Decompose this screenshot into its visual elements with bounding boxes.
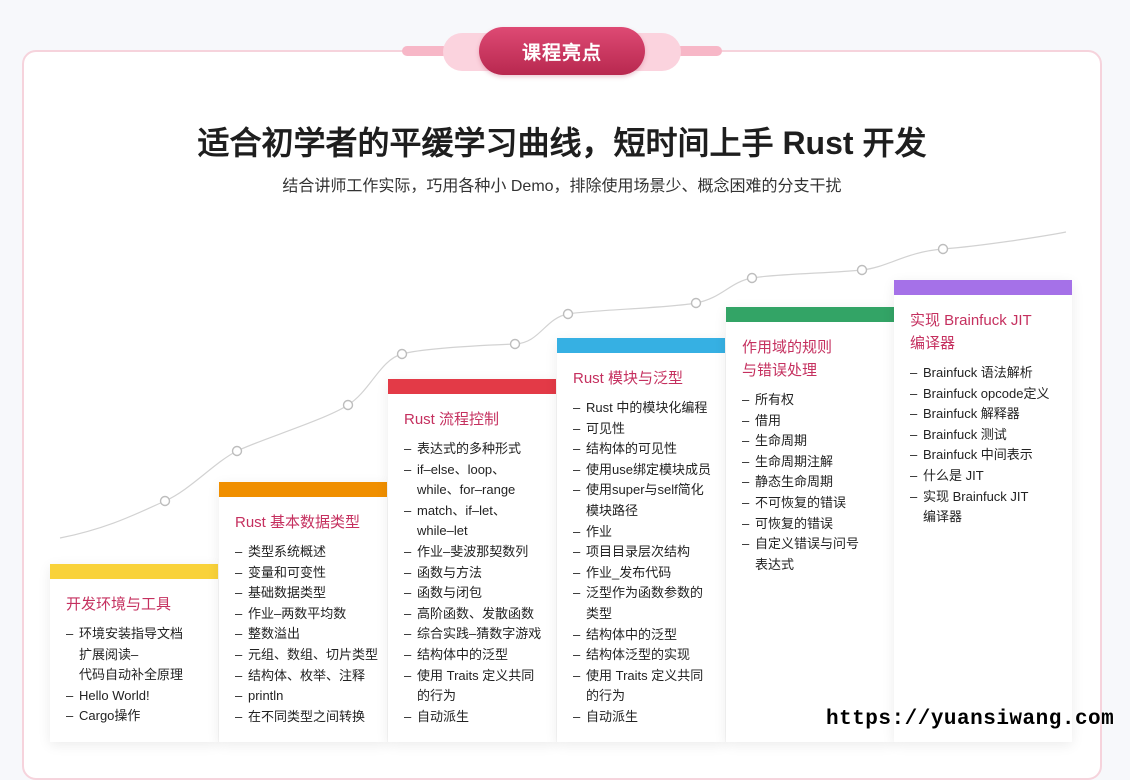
card-topic-item: 使用use绑定模块成员 (573, 460, 719, 481)
curve-node (159, 495, 171, 507)
card-color-bar (894, 280, 1072, 295)
course-card-6: 实现 Brainfuck JIT编译器Brainfuck 语法解析Brainfu… (894, 280, 1072, 742)
card-topic-item: 作业_发布代码 (573, 563, 719, 584)
card-topic-item: 静态生命周期 (742, 472, 888, 493)
card-topic-item: println (235, 686, 381, 707)
card-topic-item: 不可恢复的错误 (742, 493, 888, 514)
card-topic-list: Rust 中的模块化编程可见性结构体的可见性使用use绑定模块成员使用super… (557, 398, 725, 728)
card-title: Rust 基本数据类型 (235, 514, 361, 531)
card-topic-item: 元组、数组、切片类型 (235, 645, 381, 666)
course-card-2: Rust 基本数据类型类型系统概述变量和可变性基础数据类型作业–两数平均数整数溢… (219, 482, 387, 742)
curve-node (937, 243, 949, 255)
card-topic-item: Brainfuck 中间表示 (910, 445, 1066, 466)
course-card-1: 开发环境与工具环境安装指导文档扩展阅读–代码自动补全原理Hello World!… (50, 564, 218, 742)
card-color-bar (219, 482, 387, 497)
card-topic-item: 所有权 (742, 390, 888, 411)
card-topic-item: 整数溢出 (235, 624, 381, 645)
page-title: 适合初学者的平缓学习曲线，短时间上手 Rust 开发 (197, 125, 927, 161)
card-topic-item: 借用 (742, 411, 888, 432)
card-topic-item: 作业–两数平均数 (235, 604, 381, 625)
card-topic-item: 表达式的多种形式 (404, 439, 550, 460)
card-title: 作用域的规则与错误处理 (742, 339, 833, 379)
card-topic-item: 生命周期 (742, 431, 888, 452)
watermark-url: https://yuansiwang.com (826, 708, 1115, 731)
card-topic-item: 结构体、枚举、注释 (235, 666, 381, 687)
card-topic-list: Brainfuck 语法解析Brainfuck opcode定义Brainfuc… (894, 363, 1072, 528)
curve-node (746, 272, 758, 284)
card-topic-item: 变量和可变性 (235, 563, 381, 584)
card-topic-list: 表达式的多种形式if–else、loop、while、for–rangematc… (388, 439, 556, 727)
badge-deco-left (402, 46, 448, 56)
card-topic-item: 自动派生 (404, 707, 550, 728)
learning-curve (59, 231, 1067, 539)
card-title: 开发环境与工具 (66, 596, 172, 613)
card-topic-item: 综合实践–猜数字游戏 (404, 624, 550, 645)
course-card-3: Rust 流程控制表达式的多种形式if–else、loop、while、for–… (388, 379, 556, 742)
card-topic-item: Brainfuck 解释器 (910, 404, 1066, 425)
card-topic-item: 结构体中的泛型 (573, 625, 719, 646)
card-topic-item: 结构体泛型的实现 (573, 645, 719, 666)
card-topic-item: 可恢复的错误 (742, 514, 888, 535)
card-topic-item: 作业–斐波那契数列 (404, 542, 550, 563)
card-topic-item: 结构体中的泛型 (404, 645, 550, 666)
card-topic-item: Brainfuck opcode定义 (910, 384, 1066, 405)
card-topic-item: 函数与闭包 (404, 583, 550, 604)
card-topic-list: 所有权借用生命周期生命周期注解静态生命周期不可恢复的错误可恢复的错误自定义错误与… (726, 390, 894, 575)
badge-deco-right (676, 46, 722, 56)
card-topic-item: 高阶函数、发散函数 (404, 604, 550, 625)
card-topic-item: 作业 (573, 522, 719, 543)
card-topic-item: Brainfuck 语法解析 (910, 363, 1066, 384)
card-color-bar (726, 307, 894, 322)
card-topic-list: 类型系统概述变量和可变性基础数据类型作业–两数平均数整数溢出元组、数组、切片类型… (219, 542, 387, 727)
card-color-bar (388, 379, 556, 394)
curve-node (856, 264, 868, 276)
card-title: Rust 模块与泛型 (573, 370, 684, 387)
card-color-bar (50, 564, 218, 579)
card-topic-item: Rust 中的模块化编程 (573, 398, 719, 419)
curve-node (342, 399, 354, 411)
curve-node (231, 445, 243, 457)
card-topic-item: 结构体的可见性 (573, 439, 719, 460)
card-topic-item: 自动派生 (573, 707, 719, 728)
card-topic-item: 什么是 JIT (910, 466, 1066, 487)
card-topic-item: if–else、loop、while、for–range (404, 460, 550, 501)
curve-node (509, 338, 521, 350)
learning-curve-line (59, 231, 1067, 539)
card-topic-item: 项目目录层次结构 (573, 542, 719, 563)
card-title: Rust 流程控制 (404, 411, 500, 428)
course-card-4: Rust 模块与泛型 Rust 中的模块化编程可见性结构体的可见性使用use绑定模… (557, 338, 725, 742)
card-topic-item: Brainfuck 测试 (910, 425, 1066, 446)
card-color-bar (557, 338, 725, 353)
card-topic-item: 类型系统概述 (235, 542, 381, 563)
card-topic-item: Cargo操作 (66, 706, 212, 727)
course-card-5: 作用域的规则与错误处理所有权借用生命周期生命周期注解静态生命周期不可恢复的错误可… (726, 307, 894, 742)
card-topic-item: 函数与方法 (404, 563, 550, 584)
curve-node (690, 297, 702, 309)
card-topic-item: 生命周期注解 (742, 452, 888, 473)
card-topic-item: Hello World! (66, 686, 212, 707)
card-topic-item: 基础数据类型 (235, 583, 381, 604)
section-badge: 课程亮点 (479, 27, 645, 75)
card-topic-item: 可见性 (573, 419, 719, 440)
curve-node (396, 348, 408, 360)
card-topic-item: 在不同类型之间转换 (235, 707, 381, 728)
card-topic-item: match、if–let、while–let (404, 501, 550, 542)
curve-node (562, 308, 574, 320)
page-subtitle: 结合讲师工作实际，巧用各种小 Demo，排除使用场景少、概念困难的分支干扰 (282, 178, 842, 195)
